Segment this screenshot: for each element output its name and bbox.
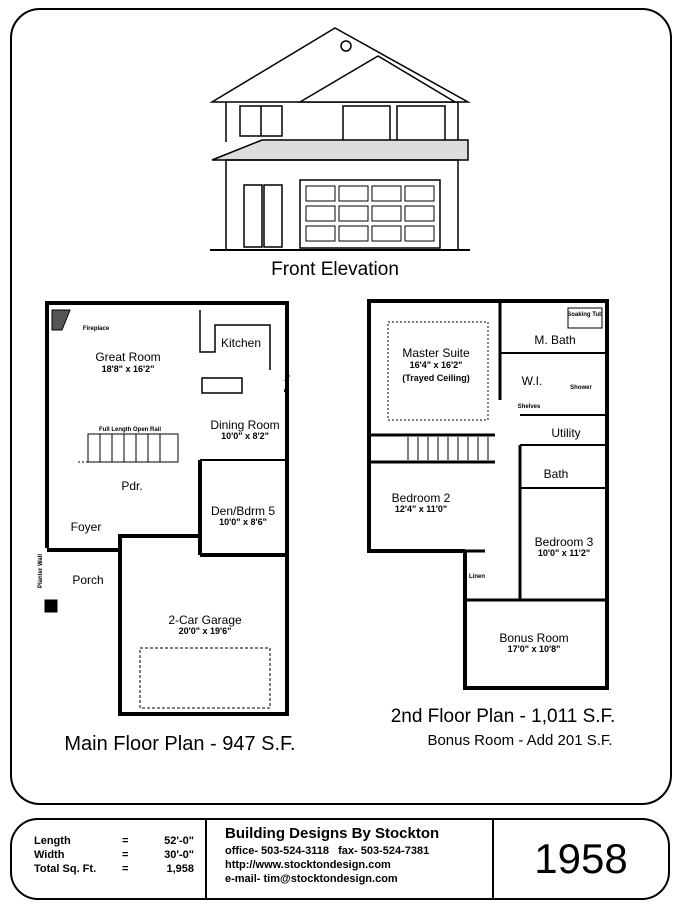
- room-foyer: Foyer: [70, 520, 102, 534]
- fireplace-label: Fireplace: [82, 326, 110, 332]
- plan-number: 1958: [534, 835, 628, 882]
- elevation-title: Front Elevation: [271, 259, 399, 280]
- main-floor-plan-drawing: [44, 301, 289, 716]
- room-garage-size: 20'0" x 19'6": [178, 626, 232, 636]
- room-dining-room-size: 10'0" x 8'2": [221, 431, 269, 441]
- shelves-label: Shelves: [517, 404, 541, 410]
- room-bedroom-3: Bedroom 3: [534, 535, 594, 549]
- room-bedroom-3-size: 10'0" x 11'2": [537, 548, 591, 558]
- room-bedroom-2: Bedroom 2: [391, 491, 451, 505]
- room-den: Den/Bdrm 5: [210, 504, 276, 518]
- room-bonus-room: Bonus Room: [499, 631, 569, 645]
- main-floor-caption: Main Floor Plan - 947 S.F.: [64, 733, 296, 755]
- room-walk-in: W.I.: [521, 374, 543, 388]
- bonus-room-caption: Bonus Room - Add 201 S.F.: [427, 732, 613, 749]
- room-garage: 2-Car Garage: [168, 613, 242, 627]
- second-floor-caption: 2nd Floor Plan - 1,011 S.F.: [390, 706, 616, 727]
- company-name: Building Designs By Stockton: [225, 825, 440, 842]
- room-kitchen: Kitchen: [220, 336, 262, 350]
- title-block: Length=52'-0" Width=30'-0" Total Sq. Ft.…: [10, 818, 670, 900]
- room-master-suite-note: (Trayed Ceiling): [402, 373, 470, 383]
- room-bonus-room-size: 17'0" x 10'8": [507, 644, 561, 654]
- room-great-room-size: 18'8" x 16'2": [101, 364, 155, 374]
- soaking-tub-label: Soaking Tub: [567, 312, 603, 318]
- room-great-room: Great Room: [95, 350, 161, 364]
- linen-label: Linen: [469, 574, 485, 580]
- room-den-size: 10'0" x 8'6": [219, 517, 267, 527]
- room-porch: Porch: [72, 573, 104, 587]
- company-phones: office- 503-524-3118 fax- 503-524-7381: [225, 845, 430, 857]
- spec-length: Length=52'-0": [34, 835, 194, 847]
- room-powder: Pdr.: [121, 479, 143, 493]
- specs-block: Length=52'-0" Width=30'-0" Total Sq. Ft.…: [12, 820, 207, 898]
- room-master-suite-size: 16'4" x 16'2": [409, 360, 463, 370]
- company-block: Building Designs By Stockton office- 503…: [207, 820, 494, 898]
- spec-width: Width=30'-0": [34, 849, 194, 861]
- spec-total-sqft: Total Sq. Ft.=1,958: [34, 863, 194, 875]
- company-website[interactable]: http://www.stocktondesign.com: [225, 859, 391, 871]
- pantry-label: Pantry: [284, 373, 291, 393]
- room-master-bath: M. Bath: [534, 333, 576, 347]
- room-bedroom-2-size: 12'4" x 11'0": [394, 504, 448, 514]
- company-email[interactable]: e-mail- tim@stocktondesign.com: [225, 873, 398, 885]
- shower-label: Shower: [570, 385, 592, 391]
- sheet-border: [10, 8, 672, 805]
- room-bath: Bath: [543, 467, 569, 481]
- room-utility: Utility: [551, 426, 581, 440]
- planter-wall-label: Planter Wall: [38, 553, 44, 589]
- room-dining-room: Dining Room: [210, 418, 280, 432]
- open-rail-label: Full Length Open Rail: [99, 427, 161, 433]
- second-floor-plan-drawing: [367, 299, 609, 690]
- front-elevation-drawing: [209, 27, 471, 251]
- room-master-suite: Master Suite: [402, 346, 470, 360]
